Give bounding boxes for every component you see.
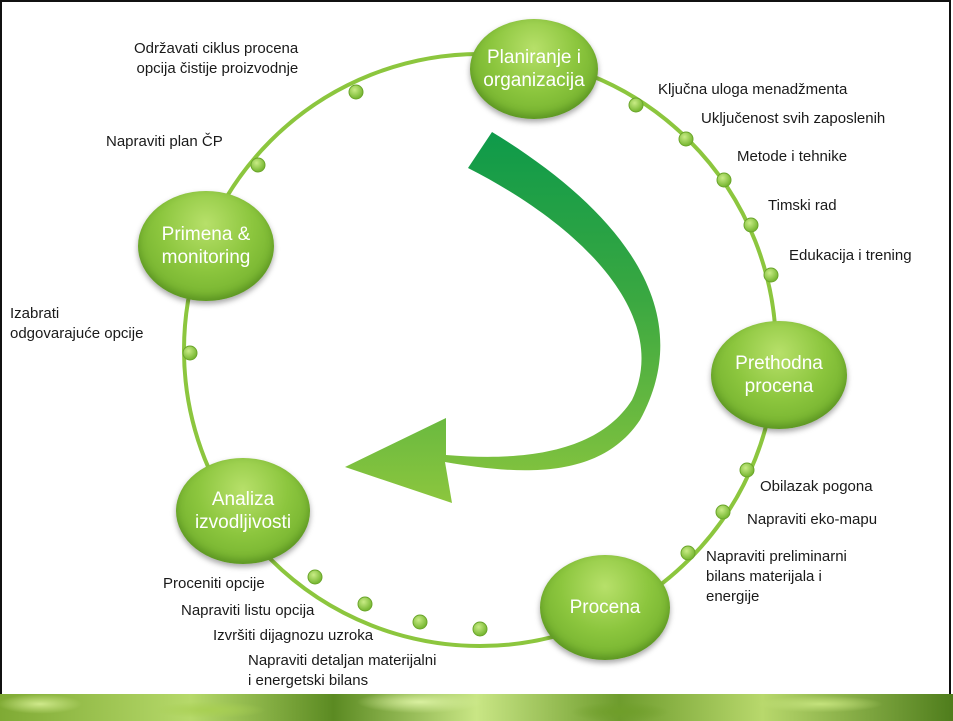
- label-odrzavati-line2: opcija čistije proizvodnje: [136, 60, 299, 77]
- ring-dot: [763, 267, 779, 283]
- slide-frame: [0, 0, 951, 694]
- ring-dot: [472, 621, 488, 637]
- node-analiza-line1: Analiza: [211, 489, 275, 510]
- label-izabrati-line2: odgovarajuće opcije: [10, 325, 144, 342]
- label-preliminarni-line1: Napraviti preliminarni: [706, 548, 847, 565]
- label-izabrati-line1: Izabrati: [10, 305, 60, 322]
- ring-dot: [412, 614, 428, 630]
- node-planiranje-line1: Planiranje i: [487, 47, 581, 68]
- label-edukacija: Edukacija i trening: [789, 247, 912, 264]
- ring-dot: [739, 462, 755, 478]
- node-prethodna-line2: procena: [744, 376, 814, 397]
- label-metode: Metode i tehnike: [737, 148, 848, 165]
- ring-dot: [678, 131, 694, 147]
- node-primena-line1: Primena &: [161, 224, 251, 245]
- ring-dot: [182, 345, 198, 361]
- leaves-strip: [0, 694, 953, 721]
- label-preliminarni: Napraviti preliminarni bilans materijala…: [706, 547, 847, 607]
- label-dijagnozu: Izvršiti dijagnozu uzroka: [213, 627, 374, 644]
- ring-dots: [182, 84, 779, 637]
- label-napraviti-plan: Napraviti plan ČP: [106, 133, 223, 150]
- node-analiza-line2: izvodljivosti: [194, 512, 292, 533]
- ring-dot: [715, 504, 731, 520]
- label-listu: Napraviti listu opcija: [181, 602, 315, 619]
- label-preliminarni-line3: energije: [706, 588, 760, 605]
- ring-dot: [348, 84, 364, 100]
- label-eko-mapa: Napraviti eko-mapu: [747, 511, 878, 528]
- node-procena-line1: Procena: [569, 597, 641, 618]
- label-detaljan-line1: Napraviti detaljan materijalni: [248, 652, 437, 669]
- node-primena-line2: monitoring: [161, 247, 251, 268]
- label-izabrati: Izabrati odgovarajuće opcije: [10, 304, 143, 344]
- node-planiranje-line2: organizacija: [483, 70, 585, 91]
- label-preliminarni-line2: bilans materijala i: [706, 568, 822, 585]
- ring-dot: [680, 545, 696, 561]
- ring-dot: [357, 596, 373, 612]
- node-procena: Procena: [540, 555, 670, 660]
- node-prethodna-line1: Prethodna: [735, 353, 823, 374]
- ring-dot: [716, 172, 732, 188]
- label-odrzavati: Održavati ciklus procena opcija čistije …: [134, 39, 298, 79]
- node-primena: Primena &monitoring: [138, 191, 274, 301]
- cycle-arrow: [345, 132, 661, 503]
- label-obilazak: Obilazak pogona: [760, 478, 873, 495]
- label-odrzavati-line1: Održavati ciklus procena: [134, 40, 299, 57]
- label-timski: Timski rad: [768, 197, 837, 214]
- ring-dot: [628, 97, 644, 113]
- label-detaljan: Napraviti detaljan materijalni i energet…: [248, 651, 436, 691]
- ring-dot: [307, 569, 323, 585]
- ring-dot: [743, 217, 759, 233]
- ring-dot: [250, 157, 266, 173]
- label-detaljan-line2: i energetski bilans: [248, 672, 369, 689]
- label-ukljucenost: Uključenost svih zaposlenih: [701, 110, 886, 127]
- label-proceniti: Proceniti opcije: [163, 575, 265, 592]
- label-kljucna: Ključna uloga menadžmenta: [658, 81, 848, 98]
